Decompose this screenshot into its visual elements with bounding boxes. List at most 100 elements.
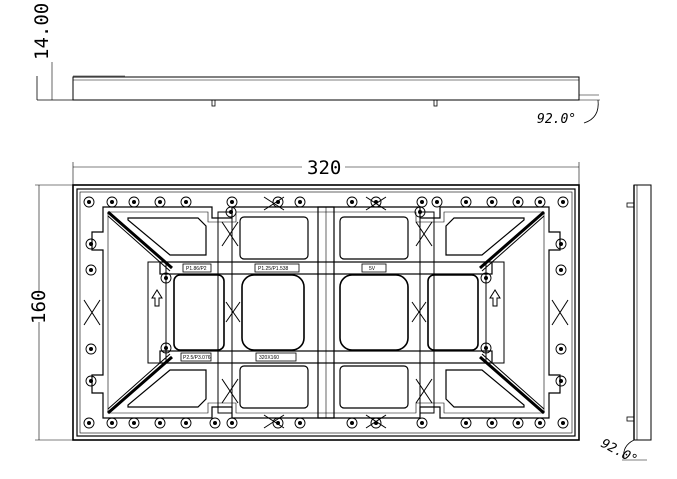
mounting-hole-center	[559, 347, 563, 351]
mounting-hole-center	[420, 421, 424, 425]
pitch-label-a: P1.86/P2	[186, 266, 207, 272]
mounting-hole	[154, 417, 166, 429]
mounting-hole-center	[420, 200, 424, 204]
mounting-hole-center	[538, 200, 542, 204]
mounting-hole-center	[374, 200, 378, 204]
mounting-hole	[128, 196, 140, 208]
mounting-hole	[226, 417, 238, 429]
mounting-hole-center	[89, 347, 93, 351]
side-profile-view	[622, 184, 652, 461]
mounting-holes	[83, 196, 569, 429]
mounting-hole	[346, 196, 358, 208]
mounting-hole	[534, 417, 546, 429]
mounting-hole	[431, 196, 443, 208]
mounting-hole-center	[298, 200, 302, 204]
mounting-hole-center	[350, 421, 354, 425]
mounting-hole	[416, 417, 428, 429]
mounting-hole-center	[132, 421, 136, 425]
mounting-hole	[225, 206, 237, 218]
mounting-hole	[272, 417, 284, 429]
mounting-hole-center	[516, 200, 520, 204]
top-angle-label: 92.0°	[537, 112, 576, 127]
mounting-hole	[555, 343, 567, 355]
width-label: 320	[307, 157, 341, 179]
mounting-hole	[557, 417, 569, 429]
mounting-hole	[180, 196, 192, 208]
mounting-hole	[480, 272, 492, 284]
mounting-hole-center	[559, 268, 563, 272]
size-label: 320X160	[259, 355, 279, 361]
mounting-hole-center	[110, 421, 114, 425]
mounting-hole-center	[464, 200, 468, 204]
thickness-dimension: 14.00	[31, 3, 53, 100]
mounting-hole	[414, 206, 426, 218]
mounting-hole-center	[164, 346, 168, 350]
mounting-hole-center	[164, 276, 168, 280]
thickness-label: 14.00	[31, 3, 53, 60]
mounting-hole-center	[158, 200, 162, 204]
mounting-hole	[346, 417, 358, 429]
mounting-hole	[555, 264, 567, 276]
mounting-hole-center	[418, 210, 422, 214]
mounting-hole-center	[213, 421, 217, 425]
mounting-hole-center	[89, 379, 93, 383]
mounting-hole	[512, 196, 524, 208]
mounting-hole-center	[559, 379, 563, 383]
cabinet-front-view	[72, 184, 580, 441]
mounting-hole-center	[229, 210, 233, 214]
pitch-label-b: P1.25/P1.538	[258, 266, 289, 272]
mounting-hole-center	[110, 200, 114, 204]
height-dimension: 160	[28, 184, 73, 441]
top-profile-view	[36, 75, 600, 124]
mounting-hole-center	[484, 276, 488, 280]
mounting-hole	[486, 196, 498, 208]
mounting-hole-center	[435, 200, 439, 204]
mounting-hole-center	[132, 200, 136, 204]
mounting-hole-center	[561, 200, 565, 204]
mounting-hole-center	[559, 242, 563, 246]
pitch-label-c: P2.5/P3.076	[183, 355, 211, 361]
mounting-hole	[460, 417, 472, 429]
height-label: 160	[28, 290, 50, 324]
mounting-hole	[154, 196, 166, 208]
mounting-hole	[512, 417, 524, 429]
mounting-hole-center	[464, 421, 468, 425]
mounting-hole	[83, 196, 95, 208]
mounting-hole-center	[490, 200, 494, 204]
mounting-hole-center	[484, 346, 488, 350]
side-angle-label: 92.0°	[598, 436, 640, 468]
mounting-hole-center	[298, 421, 302, 425]
mounting-hole	[106, 417, 118, 429]
mounting-hole	[555, 375, 567, 387]
mounting-hole	[370, 417, 382, 429]
mounting-hole-center	[276, 200, 280, 204]
mounting-hole-center	[87, 200, 91, 204]
mounting-hole	[486, 417, 498, 429]
mounting-hole	[294, 417, 306, 429]
mounting-hole-center	[87, 421, 91, 425]
width-dimension: 320	[72, 157, 580, 185]
mounting-hole	[557, 196, 569, 208]
mounting-hole	[370, 196, 382, 208]
voltage-label: 5V	[369, 266, 376, 272]
mounting-hole-center	[490, 421, 494, 425]
mounting-hole	[83, 417, 95, 429]
mounting-hole-center	[230, 421, 234, 425]
mounting-hole	[106, 196, 118, 208]
mounting-hole-center	[516, 421, 520, 425]
mounting-hole	[85, 375, 97, 387]
mounting-hole-center	[276, 421, 280, 425]
mounting-hole	[480, 342, 492, 354]
mounting-hole-center	[350, 200, 354, 204]
mounting-hole	[294, 196, 306, 208]
mounting-hole-center	[374, 421, 378, 425]
mounting-hole	[534, 196, 546, 208]
mounting-hole	[272, 196, 284, 208]
mounting-hole	[180, 417, 192, 429]
mounting-hole-center	[158, 421, 162, 425]
mounting-hole	[160, 272, 172, 284]
mounting-hole	[160, 342, 172, 354]
mounting-hole	[85, 264, 97, 276]
mounting-hole-center	[538, 421, 542, 425]
